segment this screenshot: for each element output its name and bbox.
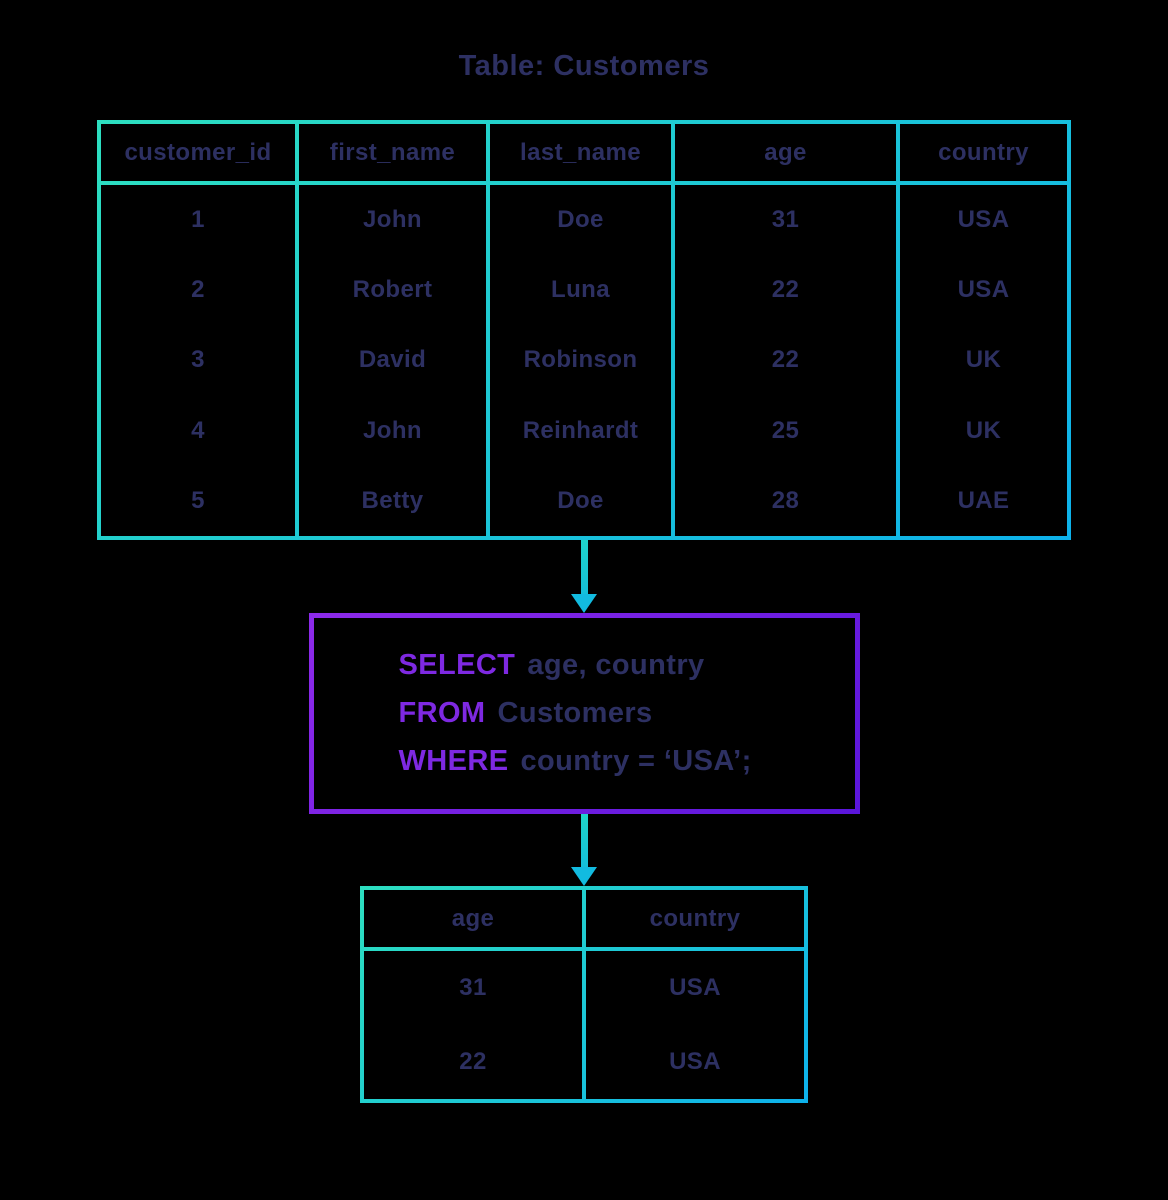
header-cell-first-name: first_name bbox=[299, 124, 486, 181]
sql-keyword-where: WHERE bbox=[398, 745, 509, 777]
sql-keyword-from: FROM bbox=[398, 697, 486, 729]
table-cell: Luna bbox=[551, 276, 610, 304]
table-cell: 4 bbox=[191, 416, 205, 444]
arrow-shaft bbox=[580, 814, 588, 867]
arrow-down-icon bbox=[0, 814, 1168, 886]
result-column-country: USA USA bbox=[586, 951, 804, 1099]
table-cell: Doe bbox=[557, 486, 604, 514]
column-last-name: Doe Luna Robinson Reinhardt Doe bbox=[490, 185, 671, 536]
arrow-shaft bbox=[580, 540, 588, 594]
table-cell: USA bbox=[957, 206, 1010, 234]
arrow-head bbox=[571, 867, 597, 886]
table-cell: 2 bbox=[191, 276, 205, 304]
table-cell: 25 bbox=[771, 416, 800, 444]
sql-from-args: Customers bbox=[497, 697, 653, 729]
sql-select-args: age, country bbox=[527, 649, 705, 681]
table-cell: UK bbox=[965, 416, 1002, 444]
table-cell: USA bbox=[957, 276, 1010, 304]
table-cell: 22 bbox=[459, 1048, 487, 1075]
column-customer-id: 1 2 3 4 5 bbox=[101, 185, 295, 536]
table-cell: 31 bbox=[771, 206, 800, 234]
table-cell: 22 bbox=[771, 346, 800, 374]
sql-where-args: country = ‘USA’; bbox=[520, 745, 752, 777]
table-cell: USA bbox=[669, 974, 721, 1001]
column-country: USA USA UK UK UAE bbox=[900, 185, 1067, 536]
sql-keyword-select: SELECT bbox=[398, 649, 516, 681]
arrow-down-icon bbox=[0, 540, 1168, 613]
sql-line-from: FROM Customers bbox=[399, 689, 855, 737]
table-cell: John bbox=[363, 416, 422, 444]
table-cell: 28 bbox=[771, 486, 800, 514]
column-age: 31 22 22 25 28 bbox=[675, 185, 896, 536]
result-column-age: 31 22 bbox=[364, 951, 582, 1099]
arrow-head bbox=[571, 594, 597, 613]
table-cell: UK bbox=[965, 346, 1002, 374]
sql-line-select: SELECT age, country bbox=[399, 641, 855, 689]
header-cell-age: age bbox=[675, 124, 896, 181]
table-cell: Robert bbox=[352, 276, 433, 304]
table-cell: USA bbox=[669, 1048, 721, 1075]
header-cell-customer-id: customer_id bbox=[101, 124, 295, 181]
sql-query-text: SELECT age, country FROM Customers WHERE co… bbox=[313, 618, 855, 809]
table-cell: Robinson bbox=[523, 346, 638, 374]
table-cell: Doe bbox=[557, 206, 604, 234]
table-cell: Betty bbox=[361, 486, 424, 514]
table-cell: Reinhardt bbox=[522, 416, 639, 444]
table-cell: David bbox=[358, 346, 427, 374]
customers-table: customer_id first_name last_name age cou… bbox=[97, 120, 1071, 540]
header-cell-country: country bbox=[900, 124, 1067, 181]
column-first-name: John Robert David John Betty bbox=[299, 185, 486, 536]
header-cell-last-name: last_name bbox=[490, 124, 671, 181]
sql-line-where: WHERE country = ‘USA’; bbox=[399, 737, 855, 785]
table-cell: 31 bbox=[459, 974, 487, 1001]
table-cell: John bbox=[363, 206, 422, 234]
table-cell: 5 bbox=[191, 486, 205, 514]
result-header-cell-country: country bbox=[586, 890, 804, 947]
result-header-cell-age: age bbox=[364, 890, 582, 947]
diagram-title: Table: Customers bbox=[458, 50, 710, 82]
sql-query-box: SELECT age, country FROM Customers WHERE co… bbox=[308, 613, 860, 814]
table-cell: 3 bbox=[191, 346, 205, 374]
table-cell: 22 bbox=[771, 276, 800, 304]
result-table: age country 31 22 USA USA bbox=[360, 886, 808, 1103]
table-cell: 1 bbox=[191, 206, 205, 234]
table-cell: UAE bbox=[957, 486, 1010, 514]
